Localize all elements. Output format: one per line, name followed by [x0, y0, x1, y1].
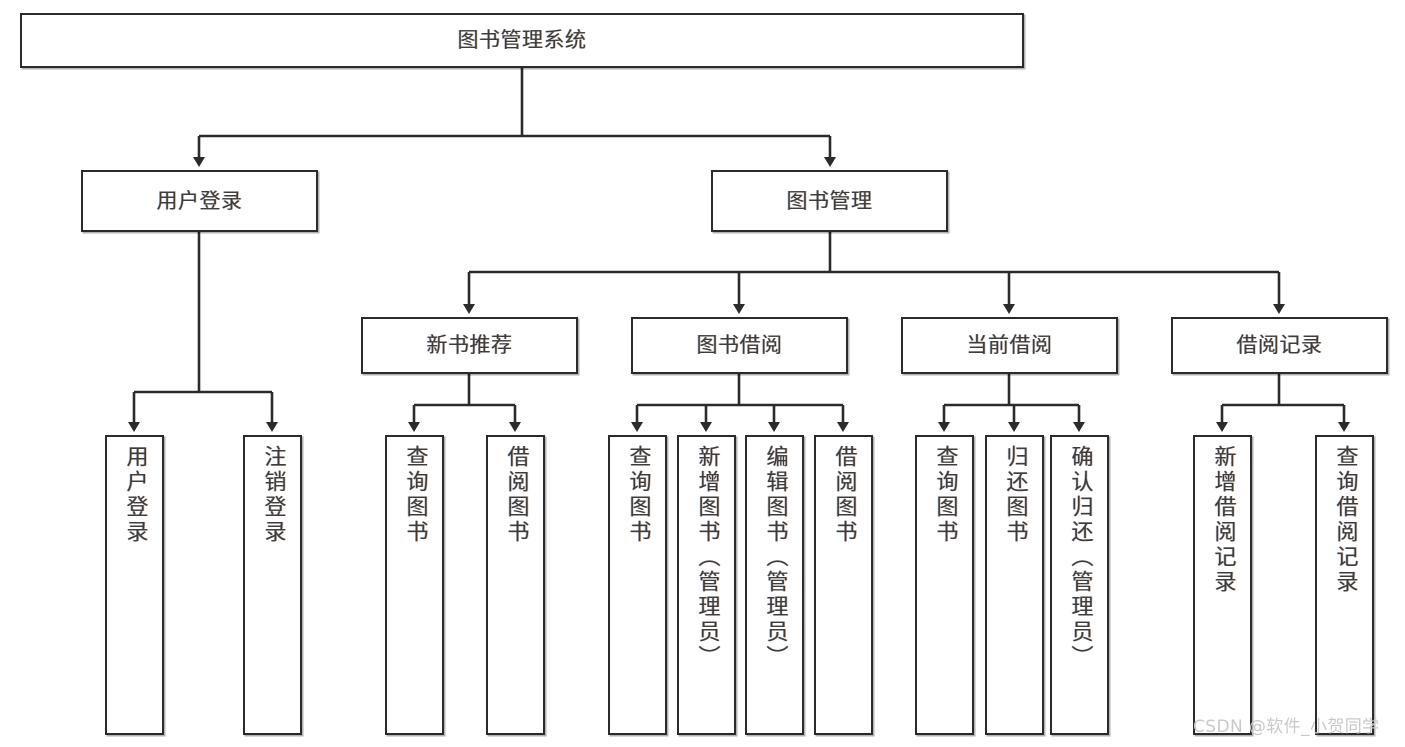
node-level3-2-label: 当前借阅	[966, 333, 1053, 358]
node-level2-1-label: 图书管理	[786, 188, 873, 213]
node-leaf-4-label: 查询图书	[625, 445, 651, 545]
node-level2-0[interactable]: 用户登录	[81, 170, 318, 232]
node-leaf-9[interactable]: 归还图书	[985, 435, 1044, 735]
node-leaf-5-label: 新增图书（管理员）	[694, 445, 720, 670]
node-level3-0-label: 新书推荐	[426, 333, 513, 358]
node-level3-1-label: 图书借阅	[696, 333, 783, 358]
node-level3-2[interactable]: 当前借阅	[901, 317, 1118, 374]
node-leaf-7[interactable]: 借阅图书	[814, 435, 873, 735]
node-leaf-0-label: 用户登录	[122, 445, 148, 545]
node-leaf-10-label: 确认归还（管理员）	[1067, 445, 1093, 670]
node-level3-3-label: 借阅记录	[1236, 333, 1323, 358]
node-leaf-12-label: 查询借阅记录	[1332, 445, 1358, 595]
node-level3-1[interactable]: 图书借阅	[631, 317, 848, 374]
node-leaf-4[interactable]: 查询图书	[608, 435, 667, 735]
node-leaf-3-label: 借阅图书	[503, 445, 529, 545]
node-leaf-8-label: 查询图书	[932, 445, 958, 545]
node-leaf-8[interactable]: 查询图书	[915, 435, 974, 735]
node-leaf-6[interactable]: 编辑图书（管理员）	[745, 435, 804, 735]
node-leaf-2-label: 查询图书	[402, 445, 428, 545]
node-level3-0[interactable]: 新书推荐	[361, 317, 578, 374]
csdn-watermark: CSDN @软件_小贺同学	[1193, 717, 1380, 737]
node-leaf-1-label: 注销登录	[260, 445, 286, 545]
node-leaf-10[interactable]: 确认归还（管理员）	[1050, 435, 1109, 735]
node-level2-0-label: 用户登录	[156, 188, 243, 213]
node-leaf-7-label: 借阅图书	[831, 445, 857, 545]
node-leaf-11[interactable]: 新增借阅记录	[1193, 435, 1252, 735]
node-leaf-3[interactable]: 借阅图书	[486, 435, 545, 735]
node-leaf-6-label: 编辑图书（管理员）	[762, 445, 788, 670]
node-level3-3[interactable]: 借阅记录	[1171, 317, 1388, 374]
node-leaf-1[interactable]: 注销登录	[243, 435, 302, 735]
node-leaf-12[interactable]: 查询借阅记录	[1315, 435, 1374, 735]
node-leaf-2[interactable]: 查询图书	[385, 435, 444, 735]
node-leaf-9-label: 归还图书	[1002, 445, 1028, 545]
node-leaf-11-label: 新增借阅记录	[1210, 445, 1236, 595]
node-root[interactable]: 图书管理系统	[20, 13, 1024, 68]
node-level2-1[interactable]: 图书管理	[711, 170, 948, 232]
node-root-label: 图书管理系统	[457, 28, 587, 53]
node-leaf-5[interactable]: 新增图书（管理员）	[677, 435, 736, 735]
node-leaf-0[interactable]: 用户登录	[105, 435, 164, 735]
